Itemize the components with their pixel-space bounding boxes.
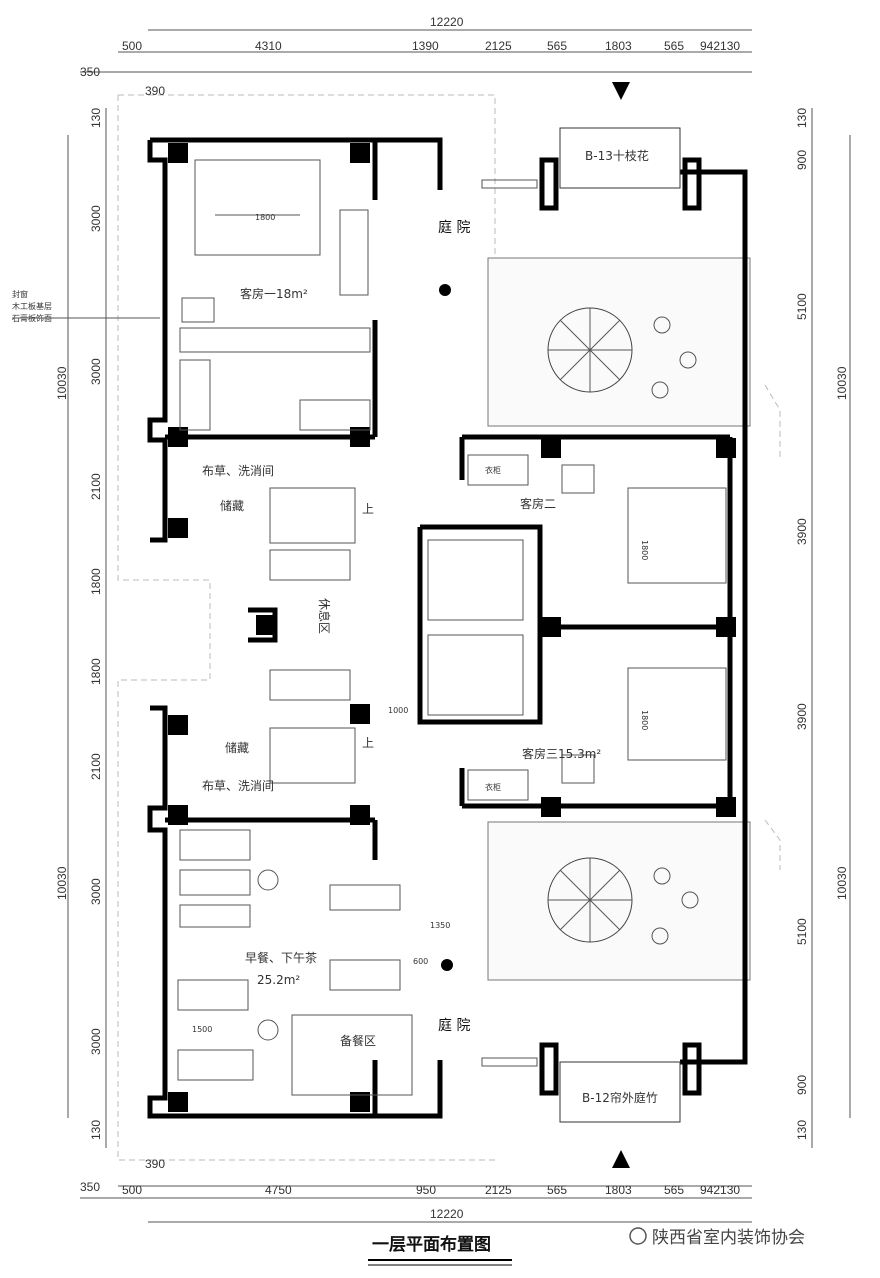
- entrances: [481, 82, 702, 1168]
- dimension-text: 12220 500 4310 1390 2125 565 1803 565 94…: [55, 15, 849, 1221]
- dim-offset-top-350: 350: [80, 65, 100, 79]
- entry-arrow-bottom-icon: [612, 1150, 630, 1168]
- left-dim-0: 130: [89, 108, 103, 128]
- guest-room-3-label: 客房三15.3m²: [522, 746, 601, 761]
- columns: [168, 143, 736, 1112]
- dim-bottom-4: 565: [547, 1183, 567, 1197]
- storage-top-label: 储藏: [220, 498, 244, 513]
- dim-top-1: 4310: [255, 39, 282, 53]
- dim-bottom-2: 950: [416, 1183, 436, 1197]
- interior-dim-1: 1000: [388, 706, 408, 715]
- right-outer-dim: 10030: [835, 366, 849, 400]
- roof-outline: [117, 94, 781, 1161]
- dim-bottom-6: 565: [664, 1183, 684, 1197]
- lounge-label: 休息区: [317, 598, 332, 634]
- left-dim-4: 1800: [89, 568, 103, 595]
- linen-laundry-top-label: 布草、洗消间: [202, 464, 274, 478]
- side-note-line-1: 封窗: [12, 289, 28, 299]
- dim-top-4: 565: [547, 39, 567, 53]
- dim-top-3: 2125: [485, 39, 512, 53]
- courtyard-bottom-patio: [487, 821, 751, 981]
- breakfast-area-label: 25.2m²: [257, 973, 300, 987]
- dim-bottom-offset-350: 350: [80, 1180, 100, 1194]
- dim-top-2: 1390: [412, 39, 439, 53]
- right-outer-dim-2: 10030: [835, 866, 849, 900]
- storage-bottom-label: 储藏: [225, 740, 249, 755]
- furniture: [177, 159, 727, 1096]
- bed-guest-room-3: [627, 667, 727, 761]
- watermark-text: 陕西省室内装饰协会: [652, 1228, 805, 1248]
- left-dim-5: 1800: [89, 658, 103, 685]
- right-dim-7: 130: [795, 1120, 809, 1140]
- stair-up-1-label: 上: [362, 502, 374, 516]
- left-dim-9: 130: [89, 1120, 103, 1140]
- right-dim-6: 900: [795, 1075, 809, 1095]
- prep-area-label: 备餐区: [340, 1033, 376, 1048]
- right-dim-2: 5100: [795, 293, 809, 320]
- courtyard-top-label: 庭 院: [438, 219, 470, 236]
- dim-bottom-offset-390: 390: [145, 1157, 165, 1171]
- dim-top-7: 942130: [700, 39, 740, 53]
- dim-top-5: 1803: [605, 39, 632, 53]
- room-labels: 庭 院 庭 院 客房一18m² 客房二 客房三15.3m² 布草、洗消间 储藏 …: [12, 148, 658, 1105]
- dim-top-0: 500: [122, 39, 142, 53]
- dim-bottom-0: 500: [122, 1183, 142, 1197]
- right-dim-1: 900: [795, 150, 809, 170]
- left-dim-7: 3000: [89, 878, 103, 905]
- wardrobe-2-label: 衣柜: [485, 782, 501, 792]
- total-width-bottom: 12220: [430, 1207, 464, 1221]
- interior-dim-0: 1800: [255, 213, 275, 222]
- left-dim-3: 2100: [89, 473, 103, 500]
- right-dim-0: 130: [795, 108, 809, 128]
- interior-dim-4: 1500: [192, 1025, 212, 1034]
- linen-laundry-bottom-label: 布草、洗消间: [202, 779, 274, 793]
- left-outer-dim: 10030: [55, 366, 69, 400]
- guest-room-1-label: 客房一18m²: [240, 286, 308, 301]
- wechat-icon: [629, 1227, 647, 1245]
- left-dim-6: 2100: [89, 753, 103, 780]
- right-dim-5: 5100: [795, 918, 809, 945]
- entry-top-label: B-13十枝花: [585, 148, 649, 163]
- dim-bottom-7: 942130: [700, 1183, 740, 1197]
- drawing-title-block: 一层平面布置图 陕西省室内装饰协会: [368, 1227, 805, 1266]
- interior-dim-6: 1800: [640, 710, 649, 730]
- left-dim-2: 3000: [89, 358, 103, 385]
- dim-offset-top-390: 390: [145, 84, 165, 98]
- entry-arrow-top-icon: [612, 82, 630, 100]
- entry-bottom-label: B-12帘外庭竹: [582, 1090, 658, 1105]
- stair-up-2-label: 上: [362, 736, 374, 750]
- dim-bottom-1: 4750: [265, 1183, 292, 1197]
- bed-guest-room-1: [194, 159, 321, 256]
- left-dim-8: 3000: [89, 1028, 103, 1055]
- interior-dim-2: 1350: [430, 921, 450, 930]
- dim-top-6: 565: [664, 39, 684, 53]
- dim-bottom-3: 2125: [485, 1183, 512, 1197]
- bed-guest-room-2: [627, 487, 727, 584]
- dim-bottom-5: 1803: [605, 1183, 632, 1197]
- dimension-lines: [67, 29, 851, 1223]
- drawing-title: 一层平面布置图: [372, 1234, 491, 1255]
- left-outer-dim-2: 10030: [55, 866, 69, 900]
- right-dim-4: 3900: [795, 703, 809, 730]
- side-note-line-2: 木工板基层: [12, 301, 52, 311]
- right-dim-3: 3900: [795, 518, 809, 545]
- courtyard-bottom-label: 庭 院: [438, 1017, 470, 1034]
- interior-dim-3: 600: [413, 957, 428, 966]
- total-width-top: 12220: [430, 15, 464, 29]
- breakfast-tea-label: 早餐、下午茶: [245, 950, 317, 965]
- guest-room-2-label: 客房二: [520, 496, 556, 511]
- interior-dim-5: 1800: [640, 540, 649, 560]
- left-dim-1: 3000: [89, 205, 103, 232]
- courtyard-top-patio: [487, 257, 751, 427]
- wardrobe-1-label: 衣柜: [485, 465, 501, 475]
